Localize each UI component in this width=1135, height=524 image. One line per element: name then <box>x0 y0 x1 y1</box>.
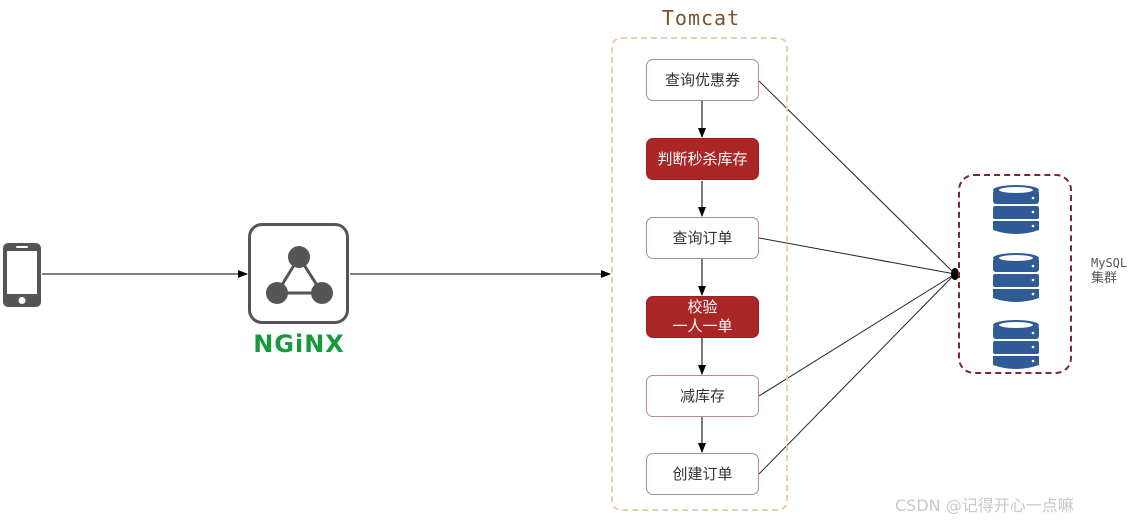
step-label: 查询优惠券 <box>664 70 740 89</box>
smartphone-icon <box>3 243 41 307</box>
step-query-coupon: 查询优惠券 <box>646 59 759 101</box>
watermark: CSDN @记得开心一点嘛 <box>895 496 1074 515</box>
step-check-seckill-stock: 判断秒杀库存 <box>646 138 759 180</box>
mysql-cluster-container <box>958 174 1072 374</box>
step-label: 校验 一人一单 <box>672 298 733 335</box>
step-label: 判断秒杀库存 <box>657 149 748 168</box>
nginx-logo-text: NGiNX <box>253 330 345 358</box>
step-label: 减库存 <box>679 386 725 405</box>
db-arrow-head <box>951 268 959 280</box>
edge-reduce-stock-to-db <box>758 273 956 397</box>
edge-query-order-to-db <box>758 237 956 275</box>
database-icon <box>993 320 1039 369</box>
edge-query-coupon-to-db <box>758 80 956 275</box>
edge-create-order-to-db <box>758 273 956 475</box>
step-reduce-stock: 减库存 <box>646 375 759 417</box>
step-check-one-per-user: 校验 一人一单 <box>646 296 759 338</box>
database-icon <box>993 253 1039 302</box>
step-label: 查询订单 <box>672 228 733 247</box>
database-icon <box>993 185 1039 234</box>
nginx-node <box>248 223 349 324</box>
step-label: 创建订单 <box>672 464 733 483</box>
mysql-cluster-label: MySQL 集群 <box>1091 256 1127 286</box>
tomcat-title: Tomcat <box>661 6 741 30</box>
nginx-network-icon <box>266 246 333 304</box>
step-query-order: 查询订单 <box>646 217 759 259</box>
mysql-label-line2: 集群 <box>1091 271 1118 286</box>
mysql-label-line1: MySQL <box>1091 256 1128 270</box>
step-create-order: 创建订单 <box>646 453 759 495</box>
tomcat-container <box>611 37 788 511</box>
